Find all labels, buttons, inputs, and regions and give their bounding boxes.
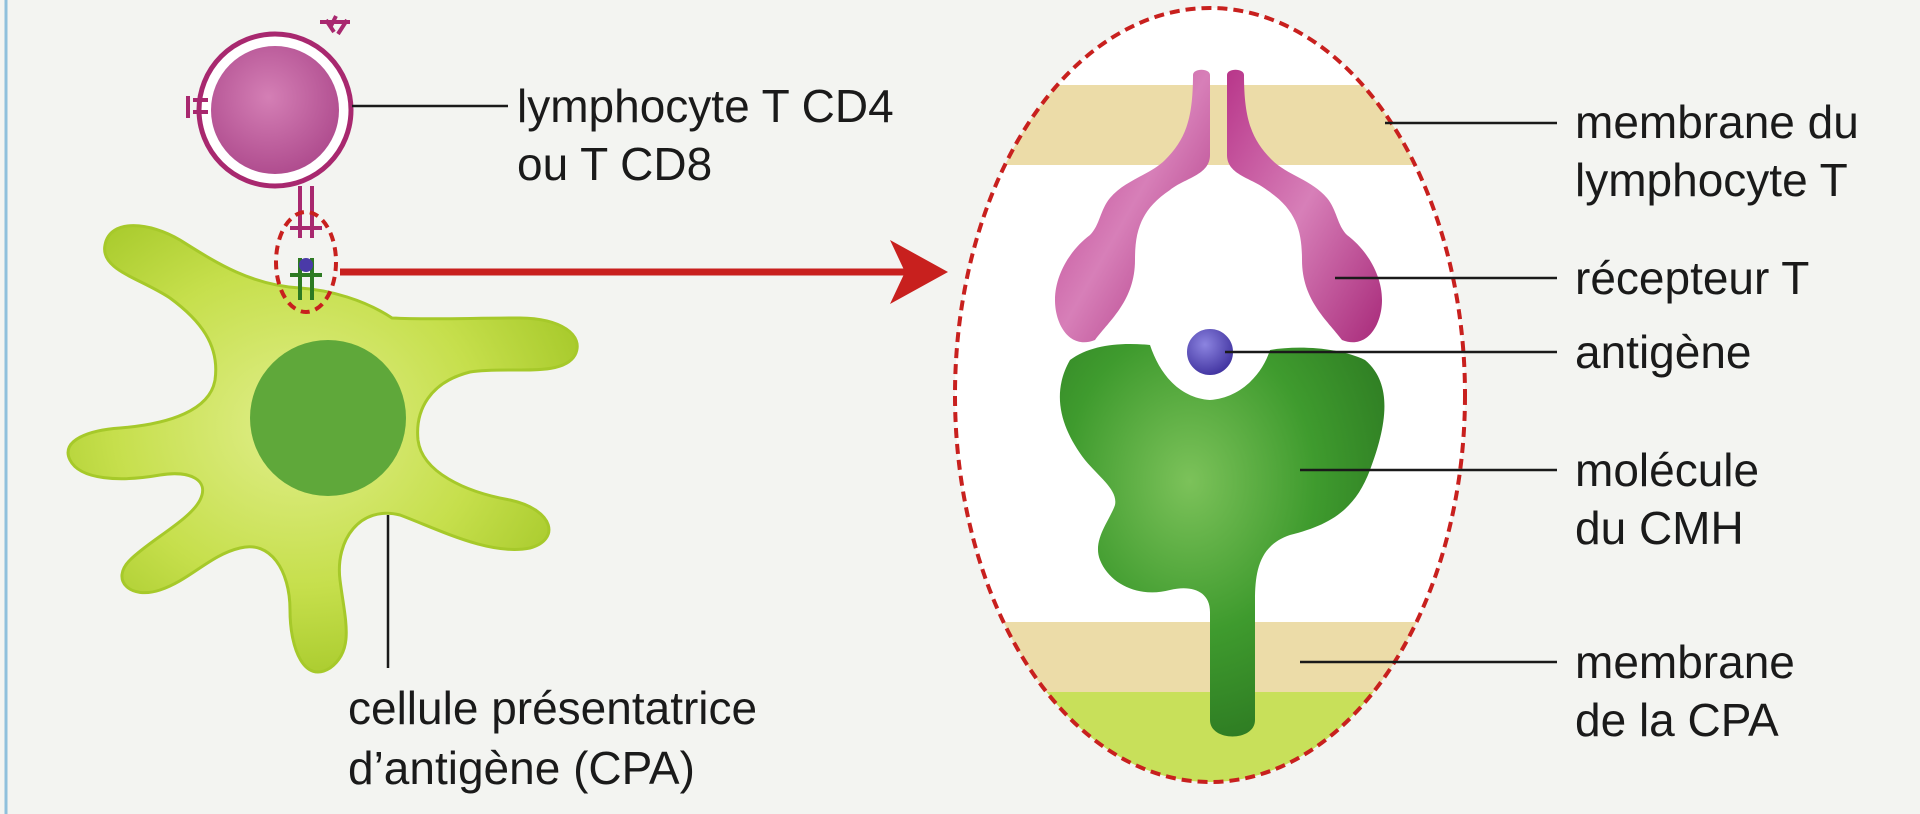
zoom-source-marker	[274, 210, 338, 314]
label-membrane-cpa-line2: de la CPA	[1575, 694, 1779, 746]
label-membrane-cpa-line1: membrane	[1575, 636, 1795, 688]
label-cpa-line1: cellule présentatrice	[348, 682, 757, 734]
label-cpa-line2: d’antigène (CPA)	[348, 742, 695, 794]
zoom-frame	[953, 6, 1467, 784]
t-receptor-shape	[1055, 69, 1382, 343]
label-recepteur: récepteur T	[1575, 252, 1809, 304]
lymphocyte-cell	[186, 15, 354, 238]
label-cmh-line2: du CMH	[1575, 502, 1744, 554]
zoom-arrow	[340, 240, 948, 304]
cpa-cell	[66, 224, 579, 674]
label-antigene: antigène	[1575, 326, 1752, 378]
label-membrane-lt-line1: membrane du	[1575, 96, 1859, 148]
label-lymphocyte-line1: lymphocyte T CD4	[517, 80, 894, 132]
label-cmh-line1: molécule	[1575, 444, 1759, 496]
label-lymphocyte-line2: ou T CD8	[517, 138, 712, 190]
label-membrane-lt-line2: lymphocyte T	[1575, 154, 1848, 206]
cmh-molecule-shape	[1059, 343, 1385, 737]
